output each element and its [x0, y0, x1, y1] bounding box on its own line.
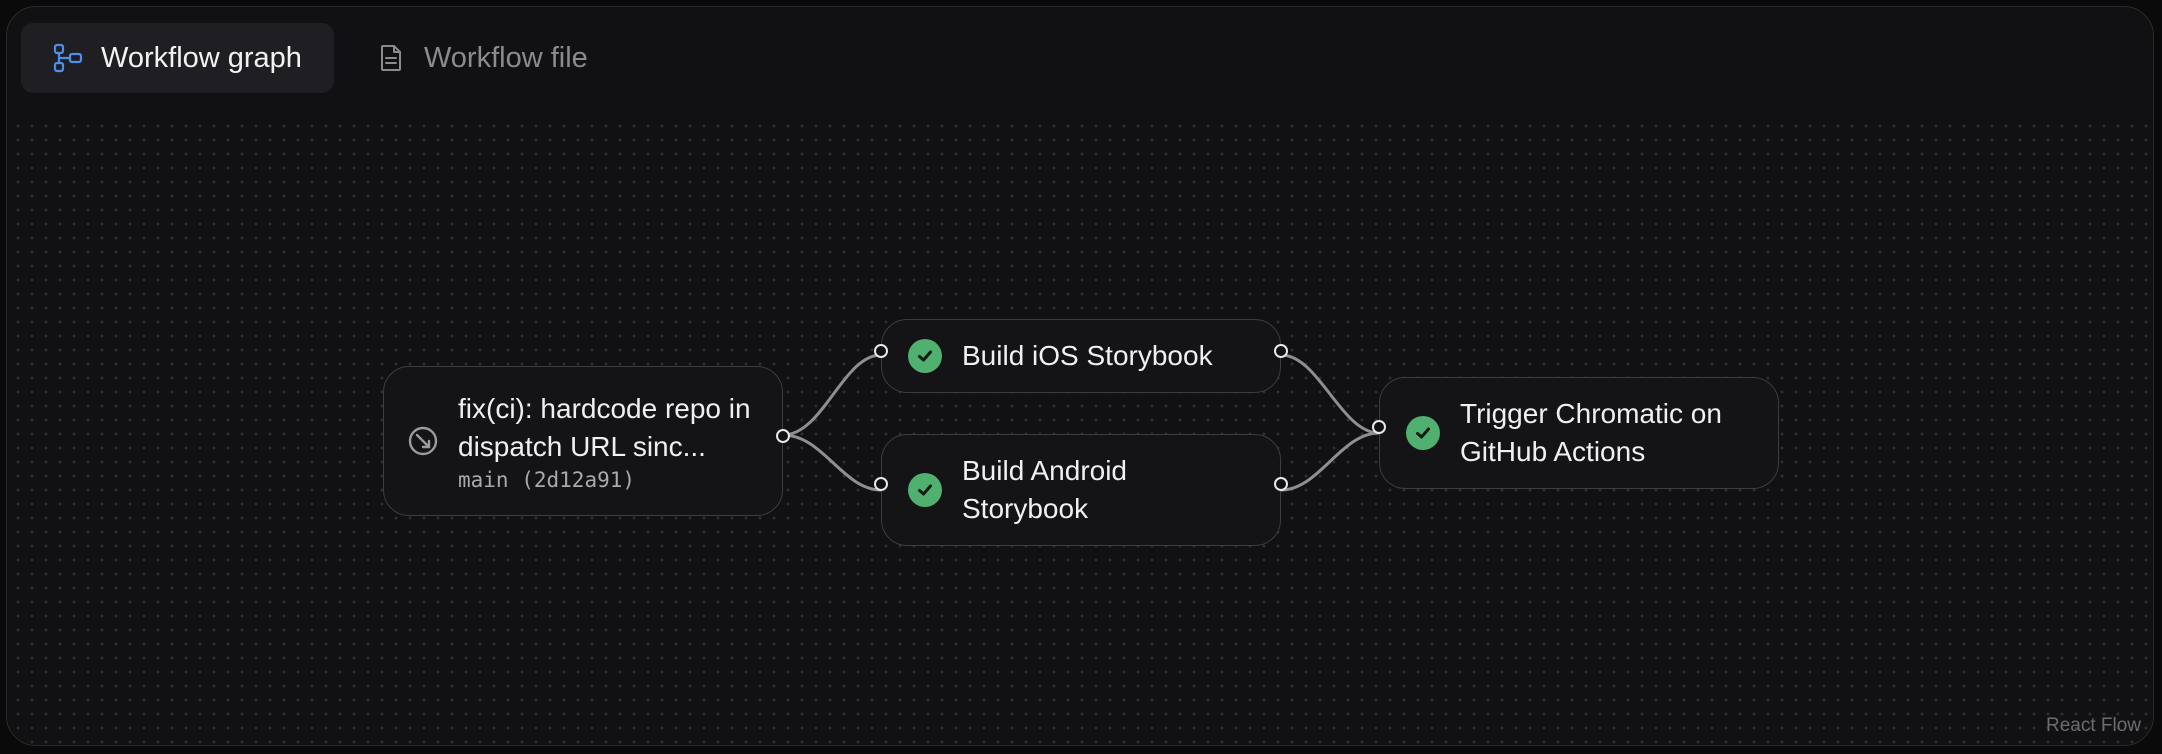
android-source-handle[interactable] — [1274, 477, 1288, 491]
edge-android-to-chromatic — [1280, 431, 1380, 492]
view-tabs: Workflow graph Workflow file — [21, 23, 620, 95]
job-node-trigger-chromatic[interactable]: Trigger Chromatic on GitHub Actions — [1372, 377, 1779, 489]
job-node-build-android[interactable]: Build Android Storybook — [874, 434, 1288, 546]
skipped-status-icon — [406, 424, 440, 458]
commit-source-handle[interactable] — [776, 429, 790, 443]
job-label: Trigger Chromatic on GitHub Actions — [1460, 398, 1722, 467]
success-check-icon — [908, 339, 942, 373]
job-label: Build Android Storybook — [962, 455, 1128, 524]
tab-label: Workflow file — [423, 41, 588, 74]
workflow-graph-icon — [51, 41, 85, 75]
tab-workflow-graph[interactable]: Workflow graph — [21, 23, 334, 93]
edge-commit-to-android — [782, 433, 882, 492]
android-target-handle[interactable] — [874, 477, 888, 491]
branch-name: main — [458, 468, 509, 492]
chromatic-target-handle[interactable] — [1372, 420, 1386, 434]
edge-commit-to-ios — [782, 353, 882, 437]
tab-workflow-file[interactable]: Workflow file — [344, 23, 620, 93]
react-flow-attribution[interactable]: React Flow — [2045, 715, 2141, 736]
commit-ref: main (2d12a91) — [458, 468, 768, 492]
success-check-icon — [908, 473, 942, 507]
flow-edges — [782, 353, 1380, 492]
commit-sha: (2d12a91) — [521, 468, 636, 492]
job-label: Build iOS Storybook — [962, 340, 1213, 371]
success-check-icon — [1406, 416, 1440, 450]
commit-message: fix(ci): hardcode repo in dispatch URL s… — [458, 393, 751, 462]
job-node-build-ios[interactable]: Build iOS Storybook — [874, 319, 1288, 393]
commit-node[interactable]: fix(ci): hardcode repo in dispatch URL s… — [383, 366, 790, 516]
file-icon — [374, 41, 408, 75]
edge-ios-to-chromatic — [1280, 353, 1380, 435]
ios-source-handle[interactable] — [1274, 344, 1288, 358]
tab-label: Workflow graph — [101, 41, 302, 74]
commit-info: fix(ci): hardcode repo in dispatch URL s… — [458, 390, 768, 492]
ios-target-handle[interactable] — [874, 344, 888, 358]
flow-canvas[interactable]: fix(ci): hardcode repo in dispatch URL s… — [7, 117, 2153, 745]
workflow-panel: Workflow graph Workflow file — [6, 6, 2154, 746]
